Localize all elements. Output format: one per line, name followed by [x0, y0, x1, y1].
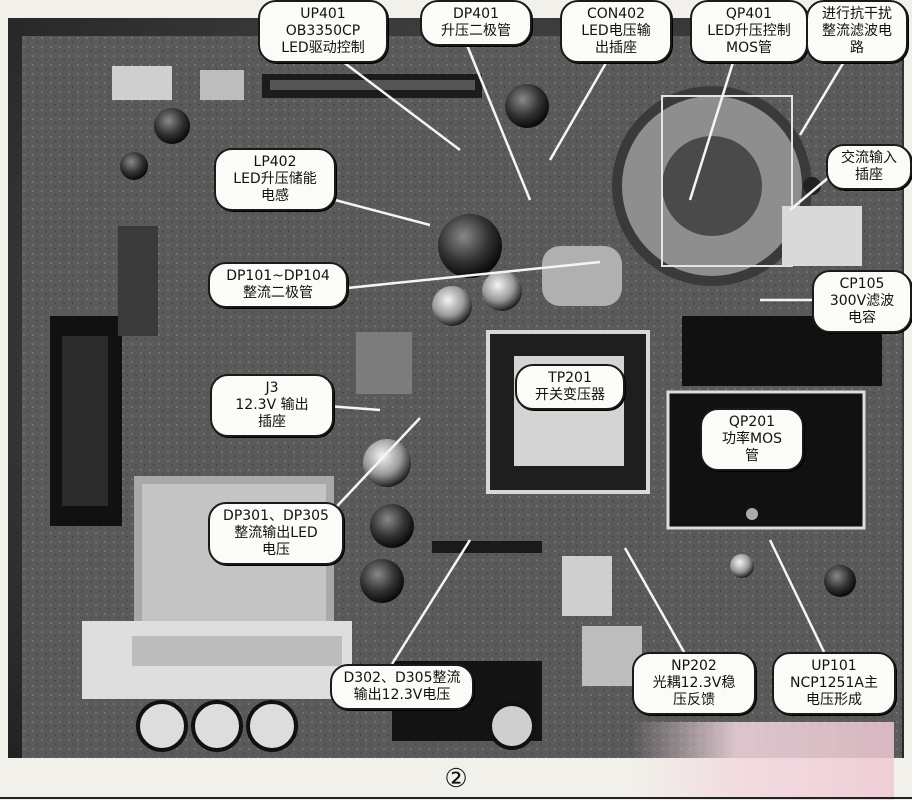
watermark-smudge	[632, 722, 894, 800]
board-illustration	[22, 36, 902, 758]
page-rule	[0, 797, 912, 799]
label-ac-input: 交流输入插座	[826, 144, 912, 190]
inductor-lp402	[438, 214, 502, 278]
label-d302-d305: D302、D305整流输出12.3V电压	[330, 664, 474, 710]
figure-number: ②	[444, 764, 468, 794]
label-emi-filter: 进行抗干扰整流滤波电路	[806, 0, 908, 63]
circuit-board-photo	[8, 18, 904, 758]
